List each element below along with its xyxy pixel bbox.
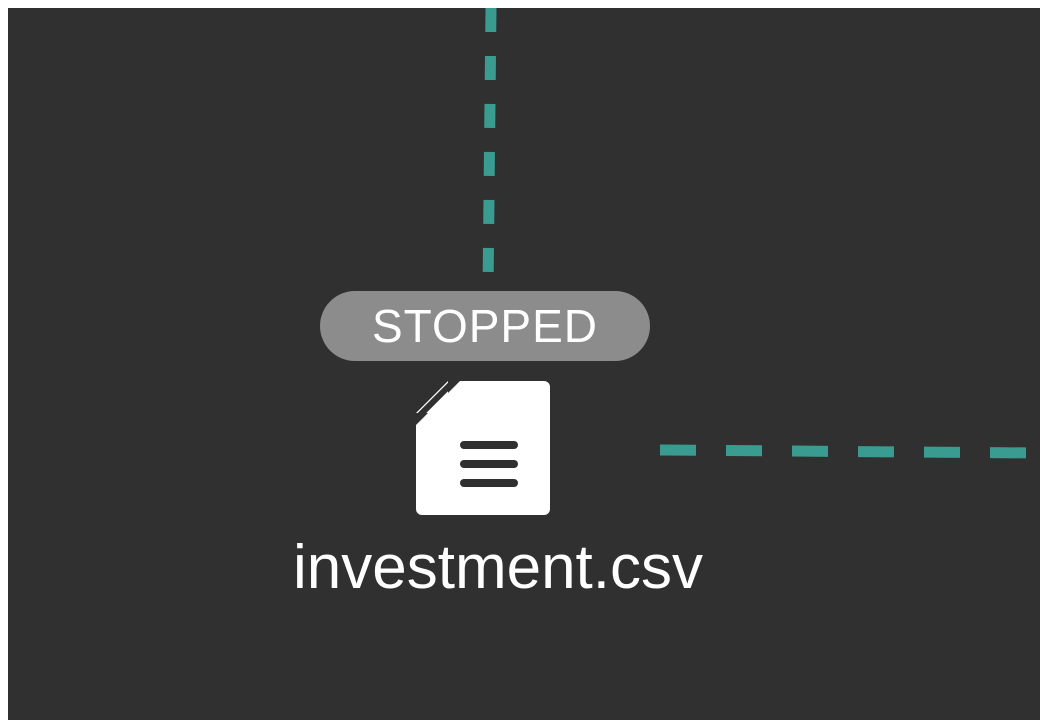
status-badge: STOPPED (320, 291, 650, 361)
file-document-icon[interactable] (416, 381, 554, 515)
flow-canvas[interactable]: STOPPED investment.csv (8, 8, 1040, 720)
connector-vertical[interactable] (482, 8, 497, 292)
connector-lines (482, 8, 1040, 459)
connector-horizontal[interactable] (659, 444, 1040, 459)
file-name-label: investment.csv (292, 533, 704, 602)
status-badge-label: STOPPED (372, 300, 598, 352)
